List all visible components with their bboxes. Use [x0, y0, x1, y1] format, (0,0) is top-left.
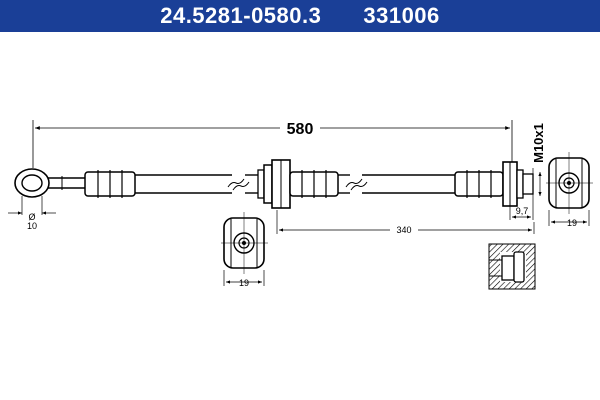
banjo-diameter-dimension: Ø 10 [8, 196, 56, 231]
end-view-right-width-label: 19 [567, 218, 577, 228]
thread-spec-label: M10x1 [531, 123, 546, 163]
middle-bracket-fitting [245, 159, 339, 209]
overall-dimension: 580 [32, 120, 513, 168]
end-view-right-dimension: 19 [548, 210, 590, 228]
hose-section-label: 340 [396, 225, 411, 235]
hose-segment-left [135, 174, 250, 194]
banjo-fitting [14, 168, 85, 198]
left-crimp-fitting [84, 170, 136, 198]
overall-length-label: 580 [287, 121, 314, 138]
end-view-middle-dimension: 19 [223, 270, 265, 288]
hose-segment-right [338, 174, 455, 194]
title-bar: 24.5281-0580.3 331006 [0, 0, 600, 32]
bulkhead-section-detail [488, 243, 536, 290]
fitting-length-label: 9,7 [516, 206, 529, 216]
thread-spec-dimension: M10x1 [531, 123, 546, 200]
right-end-fitting [454, 161, 534, 207]
end-view-middle [221, 212, 268, 274]
fitting-length-dimension: 9,7 [509, 200, 534, 220]
diameter-symbol: Ø [28, 212, 35, 222]
part-number: 24.5281-0580.3 [160, 3, 322, 28]
end-view-middle-width-label: 19 [239, 278, 249, 288]
hose-section-dimension: 340 [276, 210, 535, 235]
reference-number: 331006 [363, 3, 440, 28]
banjo-diameter-label: 10 [27, 221, 37, 231]
end-view-right [546, 152, 593, 214]
